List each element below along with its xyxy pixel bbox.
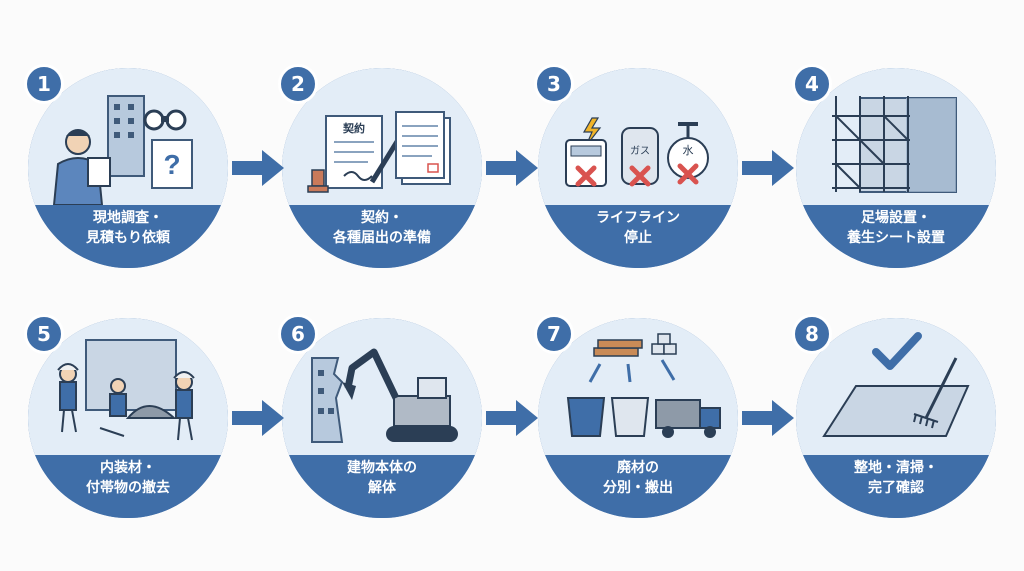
arrow-right-icon [486,400,538,436]
step-5: 内装材・ 付帯物の撤去 5 [24,314,228,518]
step-label: 廃材の 分別・搬出 [603,460,673,496]
electricity-icon [582,117,602,147]
svg-text:?: ? [163,149,180,180]
step-8: 整地・清掃・ 完了確認 8 [792,314,996,518]
step-label: 建物本体の 解体 [347,460,417,496]
step-label: 現地調査・ 見積もり依頼 [86,210,170,246]
arrow-right-icon [486,150,538,186]
step-6: 建物本体の 解体 6 [278,314,482,518]
step-number-badge: 5 [24,314,64,354]
step-label: 内装材・ 付帯物の撤去 [86,460,170,496]
step-3: ガス 水 ライフライン 停止 3 [534,64,738,268]
survey-icon: ? [52,95,193,205]
step-2: 契約 契約・ 各種届出の準備 2 [278,64,482,268]
arrow-right-icon [232,150,284,186]
arrow-right-icon [742,400,794,436]
svg-text:ガス: ガス [630,145,650,157]
step-number-badge: 7 [534,314,574,354]
arrow-right-icon [742,150,794,186]
site-clear-icon [822,332,970,437]
step-number-badge: 2 [278,64,318,104]
step-label: 契約・ 各種届出の準備 [333,210,431,246]
step-label: 足場設置・ 養生シート設置 [847,210,945,246]
step-number-badge: 4 [792,64,832,104]
contract-icon: 契約 [307,111,451,193]
step-1: ? 現地調査・ 見積もり依頼 1 [24,64,228,268]
excavator-icon [311,348,458,443]
step-number-badge: 8 [792,314,832,354]
step-label: ライフライン 停止 [596,210,680,246]
interior-removal-icon [57,339,195,441]
step-label: 整地・清掃・ 完了確認 [854,460,938,496]
utility-stop-icon: ガス 水 [565,117,709,187]
step-number-badge: 3 [534,64,574,104]
scaffold-icon [832,96,957,193]
step-4: 足場設置・ 養生シート設置 4 [792,64,996,268]
check-icon [872,332,922,370]
step-7: 廃材の 分別・搬出 7 [534,314,738,518]
arrow-right-icon [232,400,284,436]
svg-text:契約: 契約 [342,121,365,135]
step-number-badge: 1 [24,64,64,104]
svg-text:水: 水 [683,144,694,157]
step-number-badge: 6 [278,314,318,354]
waste-sorting-icon [566,333,721,438]
